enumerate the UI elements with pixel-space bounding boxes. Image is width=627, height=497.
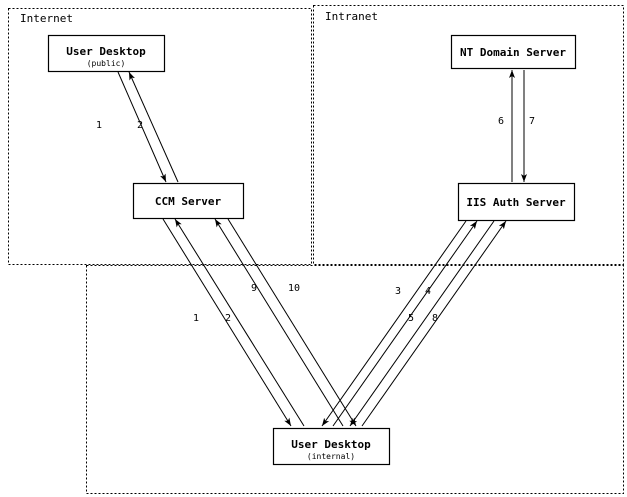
edge-label-4: 4: [425, 286, 431, 297]
node-subtitle: (public): [87, 59, 126, 68]
edge-line-8: [361, 220, 507, 427]
node-box[interactable]: [272, 427, 391, 466]
zone-label-intranet: Intranet: [325, 10, 378, 23]
edge-group-1b-2b: [162, 218, 305, 427]
node-box[interactable]: [457, 182, 576, 222]
edge-group-6-7: [509, 70, 527, 182]
edge-label-1: 1: [96, 120, 102, 131]
edge-label-5: 5: [408, 313, 414, 324]
edge-line-2: [128, 71, 179, 183]
zone-internet-boundary: [8, 8, 312, 265]
edge-label-2b: 2: [225, 313, 231, 324]
edge-label-3: 3: [395, 286, 401, 297]
node-ccm-server[interactable]: CCM Server: [132, 182, 245, 220]
edge-group-3-4: [321, 220, 478, 427]
zone-label-internet: Internet: [20, 12, 73, 25]
edge-line-1: [117, 71, 167, 183]
edge-line-5: [349, 220, 495, 427]
edge-line-10: [227, 218, 357, 427]
zone-internal-lan-boundary: [86, 265, 624, 494]
edge-label-9: 9: [251, 283, 257, 294]
node-box[interactable]: [450, 34, 577, 70]
node-subtitle: (internal): [307, 452, 355, 461]
node-user-desktop-internal[interactable]: User Desktop (internal): [272, 427, 391, 466]
node-nt-domain-server[interactable]: NT Domain Server: [450, 34, 577, 70]
node-title: User Desktop: [291, 438, 371, 451]
edge-label-2: 2: [137, 120, 143, 131]
zone-intranet-boundary: [313, 5, 624, 265]
node-title: NT Domain Server: [460, 46, 566, 59]
edge-group-9-10: [214, 218, 357, 427]
node-user-desktop-public[interactable]: User Desktop (public): [47, 34, 166, 73]
edge-group-5-8: [349, 220, 507, 427]
edge-line-1b: [162, 218, 292, 427]
zone-group: [8, 5, 624, 494]
node-title: User Desktop: [66, 45, 146, 58]
node-title: CCM Server: [155, 195, 222, 208]
edge-line-3: [321, 220, 467, 427]
node-iis-auth-server[interactable]: IIS Auth Server: [457, 182, 576, 222]
edge-label-group: 1 2 1 2 3 4 5 8 6 7 9 10: [96, 116, 535, 324]
node-box[interactable]: [132, 182, 245, 220]
edge-line-2b: [174, 218, 305, 427]
edge-label-1b: 1: [193, 313, 199, 324]
edge-label-8: 8: [432, 313, 438, 324]
edge-group-1-2: [117, 71, 179, 183]
edge-label-10: 10: [288, 283, 300, 294]
edge-label-7: 7: [529, 116, 535, 127]
node-title: IIS Auth Server: [466, 196, 566, 209]
edge-label-6: 6: [498, 116, 504, 127]
edge-line-4: [332, 220, 478, 427]
node-box[interactable]: [47, 34, 166, 73]
edge-line-9: [214, 218, 344, 427]
